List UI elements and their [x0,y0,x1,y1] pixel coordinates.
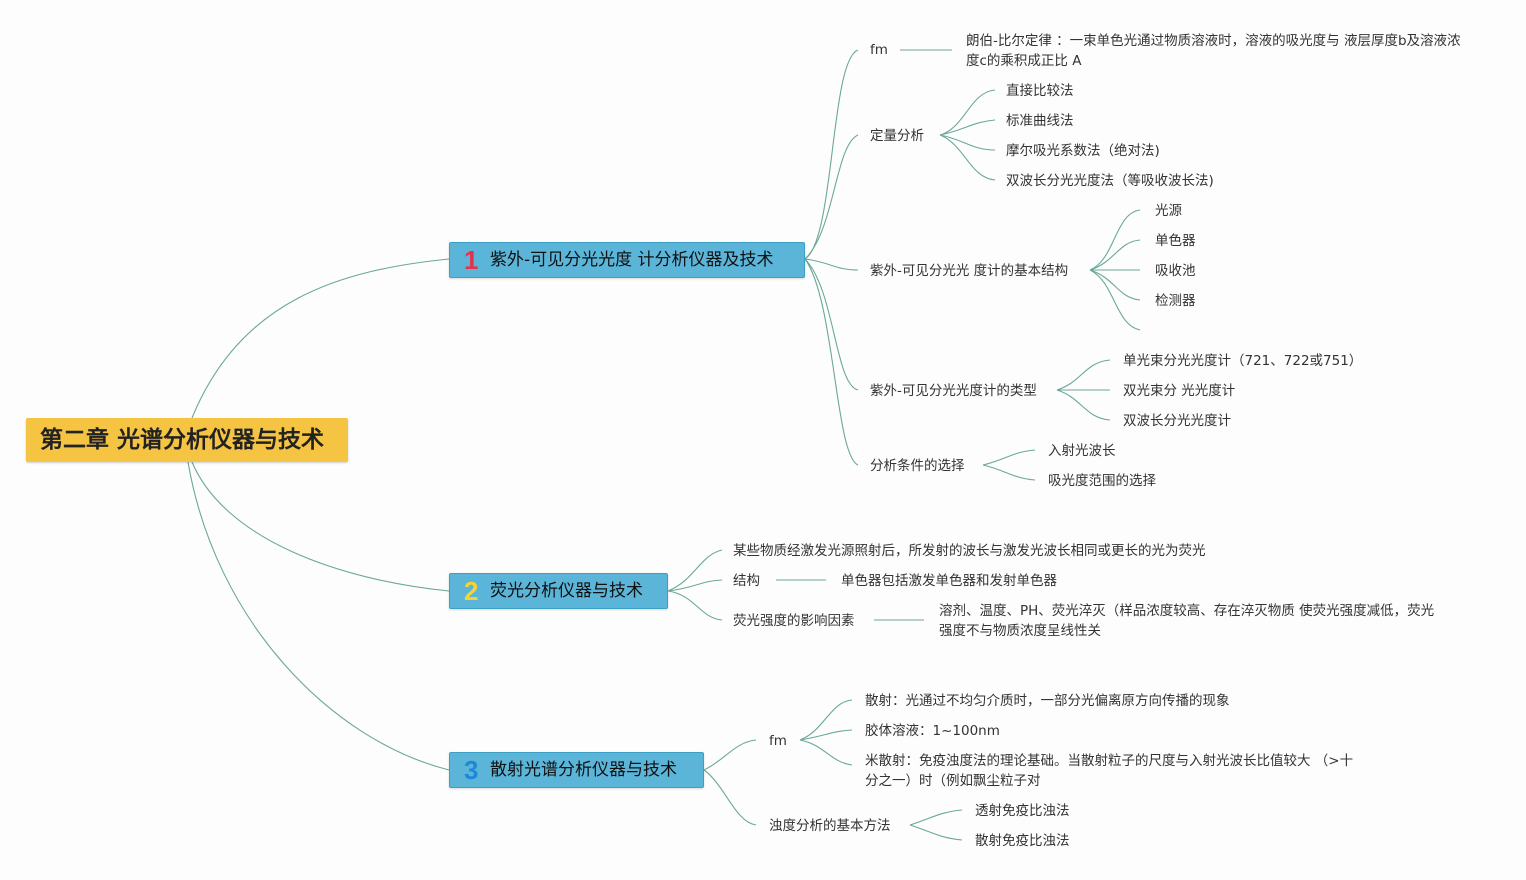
topic-condition-selection[interactable]: 分析条件的选择 [870,458,965,474]
topic-fluorescence-factors-detail[interactable]: 溶剂、温度、PH、荧光淬灭（样品浓度较高、存在淬灭物质 使荧光强度减低，荧光强度… [939,603,1435,639]
topic-detector[interactable]: 检测器 [1155,293,1196,309]
topic-mie-scattering[interactable]: 米散射：免疫浊度法的理论基础。当散射粒子的尺度与入射光波长比值较大 （>十分之一… [865,753,1354,789]
branch-title: 荧光分析仪器与技术 [490,581,643,601]
topic-direct-comparison[interactable]: 直接比较法 [1006,83,1074,99]
topic-single-beam[interactable]: 单光束分光光度计（721、722或751） [1123,353,1363,369]
topic-transmission-turbidimetry[interactable]: 透射免疫比浊法 [975,803,1070,819]
topic-monochromator-detail[interactable]: 单色器包括激发单色器和发射单色器 [841,573,1057,589]
topic-standard-curve[interactable]: 标准曲线法 [1006,113,1074,129]
topic-scatter-turbidimetry[interactable]: 散射免疫比浊法 [975,833,1070,849]
branch-uv-vis[interactable]: 1 紫外-可见分光光度 计分析仪器及技术 [449,242,805,278]
topic-colloid[interactable]: 胶体溶液：1~100nm [865,723,1000,739]
topic-molar-absorptivity[interactable]: 摩尔吸光系数法（绝对法) [1006,143,1160,159]
topic-structure[interactable]: 结构 [733,573,760,589]
topic-monochromator[interactable]: 单色器 [1155,233,1196,249]
topic-spectrophotometer-types[interactable]: 紫外-可见分光光度计的类型 [870,383,1037,399]
topic-fluorescence-factors[interactable]: 荧光强度的影响因素 [733,613,855,629]
topic-incident-wavelength[interactable]: 入射光波长 [1048,443,1116,459]
branch-number-badge: 2 [464,576,479,606]
topic-fm[interactable]: fm [870,42,888,58]
branch-title: 散射光谱分析仪器与技术 [490,760,677,780]
topic-quantitative-analysis[interactable]: 定量分析 [870,128,924,144]
topic-basic-structure[interactable]: 紫外-可见分光光 度计的基本结构 [870,263,1069,279]
branch-title: 紫外-可见分光光度 计分析仪器及技术 [490,250,774,270]
topic-absorbance-range[interactable]: 吸光度范围的选择 [1048,473,1156,489]
topic-dual-wavelength[interactable]: 双波长分光光度法（等吸收波长法) [1006,173,1214,189]
branch-number-badge: 3 [464,755,479,785]
topic-scattering-definition[interactable]: 散射：光通过不均匀介质时，一部分光偏离原方向传播的现象 [865,693,1230,709]
root-topic[interactable]: 第二章 光谱分析仪器与技术 [26,418,348,462]
branch-scattering[interactable]: 3 散射光谱分析仪器与技术 [449,752,704,788]
topic-light-source[interactable]: 光源 [1155,203,1182,219]
topic-dual-wavelength-meter[interactable]: 双波长分光光度计 [1123,413,1231,429]
topic-fm[interactable]: fm [769,733,787,749]
branch-fluorescence[interactable]: 2 荧光分析仪器与技术 [449,573,668,609]
branch-number-badge: 1 [464,245,479,275]
topic-turbidity-methods[interactable]: 浊度分析的基本方法 [769,818,891,834]
topic-double-beam[interactable]: 双光束分 光光度计 [1123,383,1236,399]
topic-beer-lambert[interactable]: 朗伯-比尔定律 ：一束单色光通过物质溶液时，溶液的吸光度与 液层厚度b及溶液浓度… [966,33,1461,69]
topic-fluorescence-definition[interactable]: 某些物质经激发光源照射后，所发射的波长与激发光波长相同或更长的光为荧光 [733,543,1206,559]
topic-cuvette[interactable]: 吸收池 [1155,263,1196,279]
